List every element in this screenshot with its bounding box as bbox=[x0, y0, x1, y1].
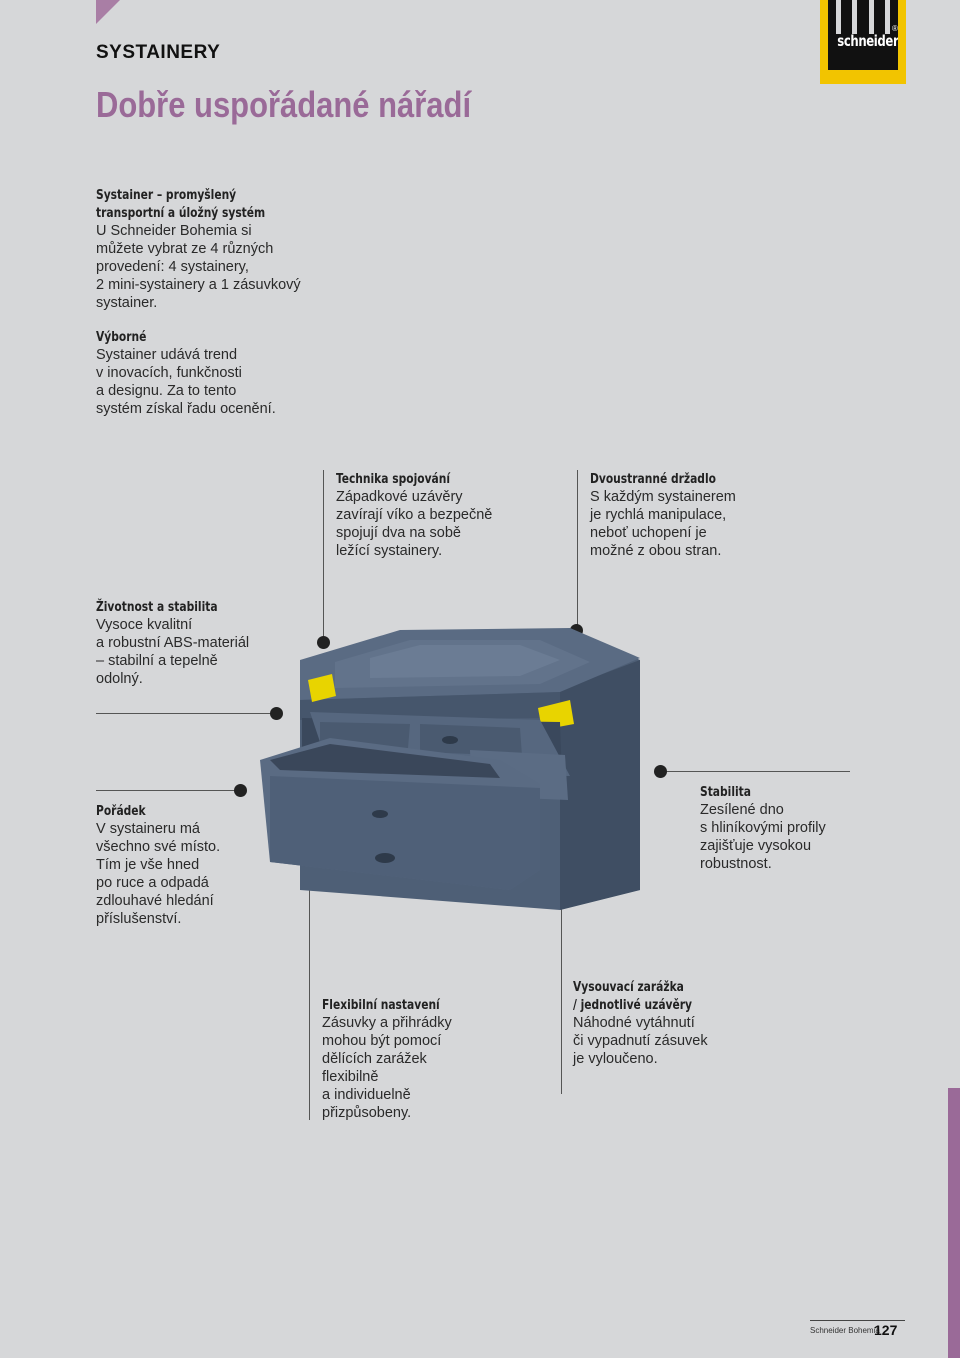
leader-line bbox=[96, 713, 276, 714]
schneider-logo: schneider ® bbox=[820, 0, 906, 84]
callout-text: Zesílené dno s hliníkovými profily zajiš… bbox=[700, 802, 826, 872]
callout-poradek: Pořádek V systaineru má všechno své míst… bbox=[96, 802, 220, 928]
callout-stabilita: Stabilita Zesílené dno s hliníkovými pro… bbox=[700, 783, 826, 873]
callout-heading: Stabilita bbox=[700, 784, 751, 800]
registered-mark: ® bbox=[892, 24, 898, 33]
leader-dot bbox=[654, 765, 667, 778]
callout-drzadlo: Dvoustranné držadlo S každým systainerem… bbox=[590, 470, 736, 560]
callout-text: Náhodné vytáhnutí či vypadnutí zásuvek j… bbox=[573, 1015, 708, 1067]
leader-line bbox=[577, 470, 578, 630]
callout-zarazka: Vysouvací zarážka / jednotlivé uzávěry N… bbox=[573, 978, 708, 1068]
callout-text: Zásuvky a přihrádky mohou být pomocí děl… bbox=[322, 1015, 452, 1121]
section-title: SYSTAINERY bbox=[96, 42, 221, 63]
intro-text: U Schneider Bohemia si můžete vybrat ze … bbox=[96, 223, 301, 311]
page-title: Dobře uspořádané nářadí bbox=[96, 84, 472, 125]
intro-block-systainer: Systainer – promyšlený transportní a úlo… bbox=[96, 186, 301, 312]
callout-heading: Dvoustranné držadlo bbox=[590, 471, 716, 487]
callout-heading: Technika spojování bbox=[336, 471, 451, 487]
side-accent-bar bbox=[948, 1088, 960, 1358]
leader-dot bbox=[234, 784, 247, 797]
callout-text: Vysoce kvalitní a robustní ABS-materiál … bbox=[96, 617, 250, 687]
callout-zivotnost: Životnost a stabilita Vysoce kvalitní a … bbox=[96, 598, 249, 688]
callout-heading: Pořádek bbox=[96, 803, 146, 819]
intro-block-vyborne: Výborné Systainer udává trend v inovacíc… bbox=[96, 328, 276, 418]
callout-technika: Technika spojování Západkové uzávěry zav… bbox=[336, 470, 492, 560]
logo-stripes bbox=[836, 0, 890, 34]
page-number: 127 bbox=[874, 1322, 898, 1338]
leader-line bbox=[309, 858, 310, 1120]
systainer-product-image bbox=[260, 628, 640, 910]
leader-dot bbox=[317, 636, 330, 649]
logo-badge: schneider ® bbox=[828, 0, 898, 70]
leader-line bbox=[561, 838, 562, 1094]
intro-heading: Výborné bbox=[96, 329, 147, 345]
leader-dot bbox=[270, 707, 283, 720]
leader-line bbox=[96, 790, 240, 791]
callout-heading: Vysouvací zarážka / jednotlivé uzávěry bbox=[573, 979, 693, 1013]
logo-text: schneider bbox=[837, 32, 898, 50]
leader-line bbox=[666, 771, 850, 772]
callout-text: S každým systainerem je rychlá manipulac… bbox=[590, 489, 736, 559]
leader-line bbox=[323, 470, 324, 642]
intro-text: Systainer udává trend v inovacích, funkč… bbox=[96, 347, 276, 417]
callout-heading: Životnost a stabilita bbox=[96, 599, 218, 615]
callout-text: V systaineru má všechno své místo. Tím j… bbox=[96, 821, 221, 927]
callout-flexibilni: Flexibilní nastavení Zásuvky a přihrádky… bbox=[322, 996, 456, 1122]
callout-text: Západkové uzávěry zavírají víko a bezpeč… bbox=[336, 489, 493, 559]
intro-heading: Systainer – promyšlený transportní a úlo… bbox=[96, 187, 266, 221]
corner-triangle bbox=[96, 0, 120, 24]
footer-rule bbox=[810, 1320, 905, 1321]
callout-heading: Flexibilní nastavení bbox=[322, 997, 440, 1013]
footer-brand: Schneider Bohemia bbox=[810, 1326, 880, 1335]
